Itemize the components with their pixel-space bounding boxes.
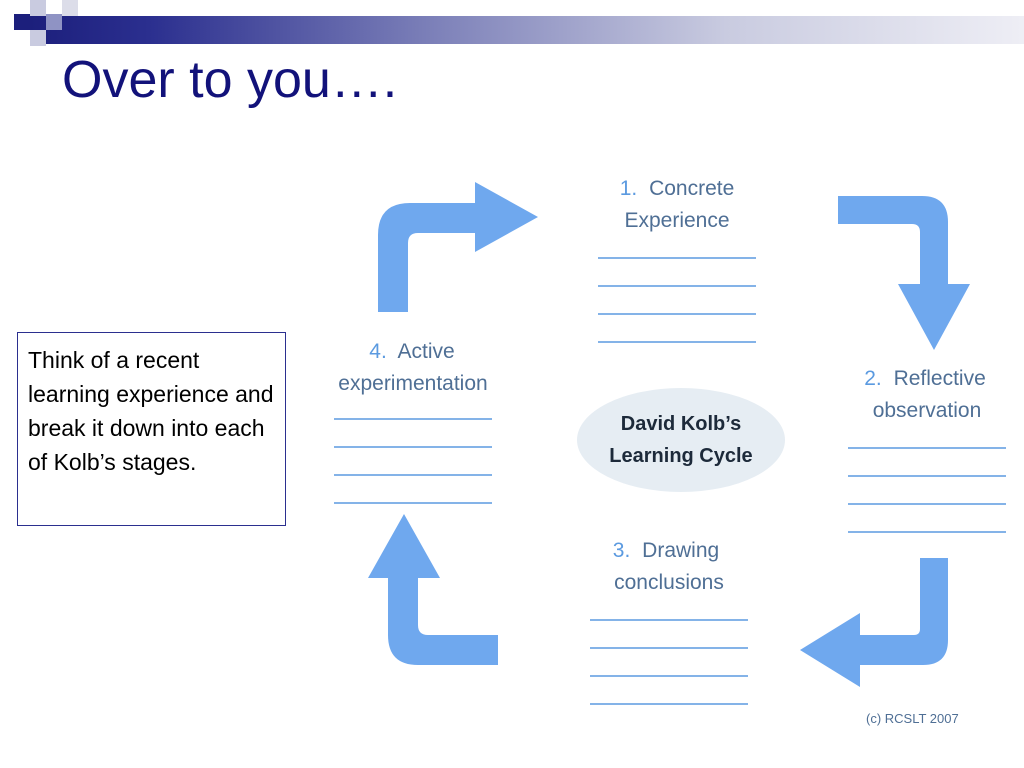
center-label-line1: David Kolb’s [621,413,741,435]
page-title: Over to you…. [62,51,398,109]
header-square-pale [62,0,78,16]
header-square-light [30,0,46,16]
header-square-dark [14,14,30,30]
stage-1-label-line2: Experience [624,209,729,232]
stage-3-number: 3. [613,539,631,562]
arrow-concrete-to-reflective [838,196,970,350]
header-gradient-bar [30,16,1024,44]
stage-3-label-line1: Drawing [642,539,719,562]
stage-1-number: 1. [620,177,638,200]
stage-1-label-line1: Concrete [649,177,734,200]
center-ellipse [577,388,785,492]
arrow-active-to-concrete [378,182,538,312]
copyright-notice: (c) RCSLT 2007 [866,711,959,726]
arrow-reflective-to-drawing [800,558,948,687]
svg-text:4. Active: 4. Active [369,340,454,363]
stage-4-label-line1: Active [398,340,455,363]
stage-active-experimentation: 4. Active experimentation [334,340,492,504]
center-label-line2: Learning Cycle [609,445,752,467]
stage-2-label-line1: Reflective [894,367,986,390]
stage-reflective-observation: 2. Reflective observation [848,367,1006,533]
stage-drawing-conclusions: 3. Drawing conclusions [590,539,748,705]
header-square-light-2 [30,30,46,46]
stage-3-label-line2: conclusions [614,571,724,594]
stage-2-label-line2: observation [873,399,982,422]
svg-text:3. Drawing: 3. Drawing [613,539,719,562]
arrow-drawing-to-active [368,514,498,665]
stage-concrete-experience: 1. Concrete Experience [598,177,756,343]
header-square-mid [46,14,62,30]
svg-text:2. Reflective: 2. Reflective [864,367,986,390]
instruction-textbox: Think of a recent learning experience an… [17,332,286,526]
stage-2-number: 2. [864,367,882,390]
kolb-cycle-diagram: David Kolb’s Learning Cycle 1. Concrete … [334,177,1006,726]
stage-4-label-line2: experimentation [338,372,487,395]
svg-text:1. Concrete: 1. Concrete [620,177,735,200]
stage-4-number: 4. [369,340,387,363]
